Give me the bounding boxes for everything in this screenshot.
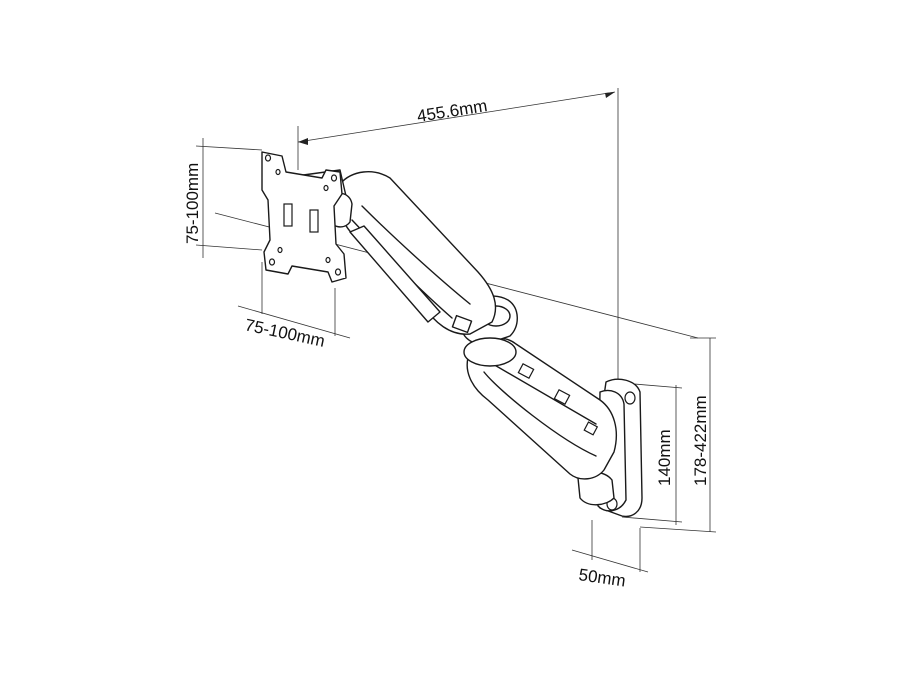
plate-depth-label: 50mm [577, 565, 626, 590]
vesa-hole-icon [264, 154, 272, 162]
vesa-plate [261, 151, 347, 283]
vesa-slot-icon [309, 209, 319, 233]
total-height-label: 178-422mm [691, 395, 710, 486]
screw-hole-icon [624, 391, 636, 405]
vesa-horizontal-label: 75-100mm [243, 315, 326, 350]
upper-arm [336, 171, 497, 335]
vesa-slot-icon [283, 203, 293, 227]
vesa-hole-icon [323, 184, 329, 192]
reach-label: 455.6mm [416, 96, 489, 126]
vesa-hole-icon [275, 168, 281, 176]
plate-height-label: 140mm [655, 429, 674, 486]
vesa-hole-icon [325, 256, 331, 264]
vesa-vertical-label: 75-100mm [183, 163, 202, 244]
vesa-hole-icon [330, 174, 338, 182]
lower-arm [466, 337, 618, 480]
vesa-hole-icon [277, 246, 283, 254]
vesa-hole-icon [334, 268, 342, 276]
vesa-hole-icon [268, 258, 276, 266]
